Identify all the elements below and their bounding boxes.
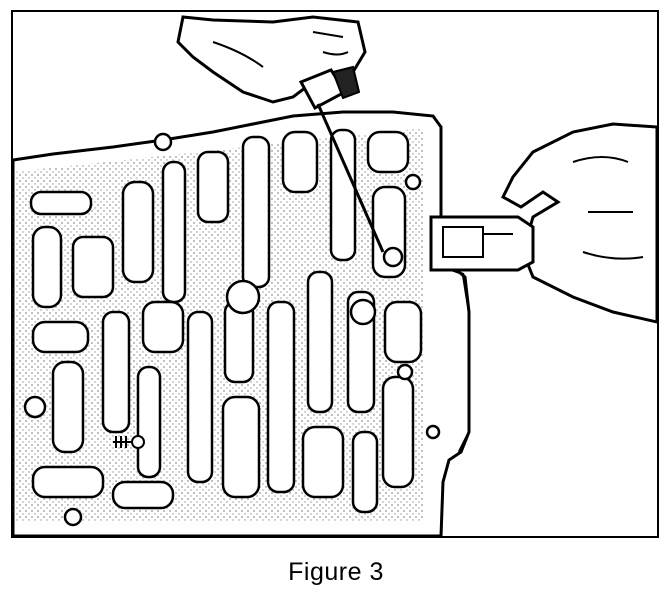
right-hand-detail	[572, 156, 644, 260]
pick-tool-shaft	[316, 103, 385, 253]
port-holes	[23, 132, 441, 527]
separator-plate-edge	[442, 265, 471, 453]
figure-caption: Figure 3	[288, 558, 384, 586]
upper-hand-detail	[212, 31, 349, 68]
spring-element	[113, 435, 145, 449]
valve-plug-slot	[442, 226, 513, 258]
pick-ferrule	[331, 65, 361, 100]
right-hand	[501, 122, 657, 324]
figure-frame	[11, 10, 659, 538]
valve-body-illustration	[13, 15, 657, 536]
fluid-passages	[29, 128, 423, 514]
